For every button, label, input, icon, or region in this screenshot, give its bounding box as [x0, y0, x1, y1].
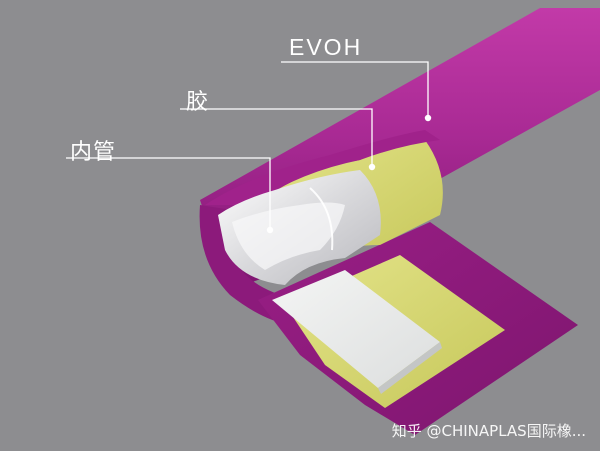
inner-tube-flat-edge: [378, 342, 442, 394]
dot-evoh: [424, 114, 432, 122]
leader-glue: [180, 108, 373, 166]
inner-tube-highlight: [232, 202, 345, 270]
inner-tube-flat: [272, 270, 440, 388]
inner-tube-seam: [309, 187, 334, 251]
dot-glue: [368, 163, 376, 171]
evoh-rim: [205, 130, 440, 205]
leader-inner: [66, 157, 271, 228]
dot-inner: [266, 226, 274, 234]
label-evoh: EVOH: [289, 34, 363, 60]
label-glue: 胶: [186, 90, 210, 115]
watermark: 知乎 @CHINAPLAS国际橡...: [391, 422, 586, 440]
leader-dots: [266, 114, 432, 234]
leader-lines: [66, 61, 429, 228]
label-inner-tube: 内管: [70, 140, 117, 165]
leader-evoh: [281, 61, 429, 117]
